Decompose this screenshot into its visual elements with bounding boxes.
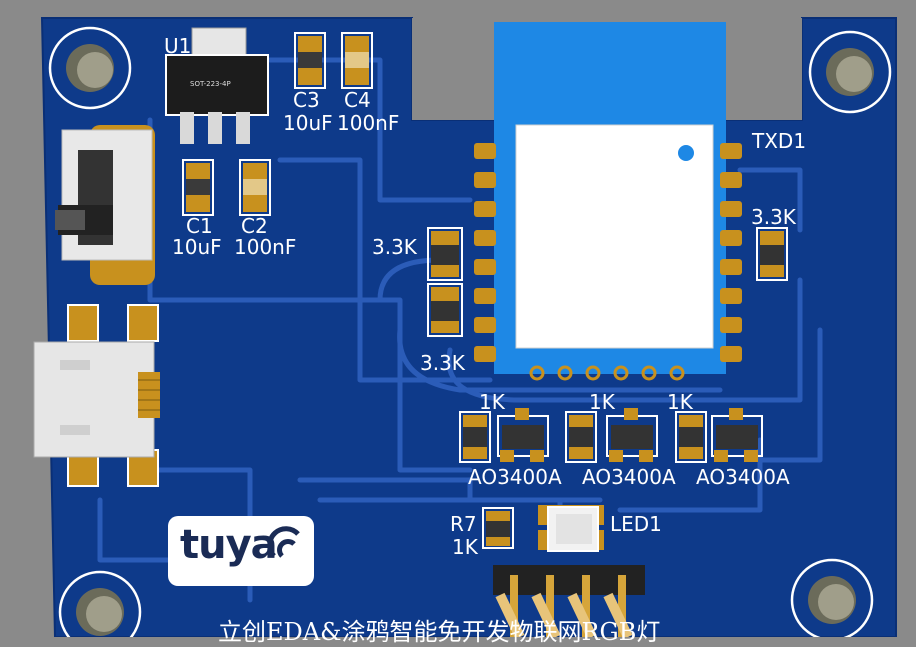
tuya-wifi-module [474, 22, 742, 381]
capacitor-c4 [341, 32, 373, 89]
wifi-icon [268, 526, 300, 558]
resistor-1k-a [459, 411, 491, 463]
mosfet-c [711, 408, 763, 462]
mosfet-a-label: AO3400A [468, 465, 562, 489]
resistor-3k3-left-top-label: 3.3K [372, 235, 417, 259]
resistor-1k-b [565, 411, 597, 463]
c1-value-label: 10uF [172, 235, 222, 259]
c3-ref-label: C3 [293, 88, 320, 112]
u1-ref-label: U1 [164, 34, 192, 58]
c4-value-label: 100nF [337, 111, 400, 135]
board-slogan: 立创EDA&涂鸦智能免开发物联网RGB灯 [218, 618, 661, 646]
mounting-hole-top-left [48, 26, 132, 110]
txd1-label: TXD1 [752, 129, 807, 153]
tuya-logo-text: tuya [180, 522, 278, 568]
capacitor-c3 [294, 32, 326, 89]
resistor-3k3-left-bottom-label: 3.3K [420, 351, 465, 375]
c2-ref-label: C2 [241, 214, 268, 238]
pin-header [493, 565, 645, 640]
c4-ref-label: C4 [344, 88, 371, 112]
c3-value-label: 10uF [283, 111, 333, 135]
resistor-1k-b-label: 1K [589, 390, 615, 414]
mounting-hole-bottom-left [58, 570, 142, 647]
mosfet-c-label: AO3400A [696, 465, 790, 489]
mosfet-b-label: AO3400A [582, 465, 676, 489]
tuya-logo: tuya [168, 516, 314, 586]
resistor-1k-a-label: 1K [479, 390, 505, 414]
rgb-led [538, 505, 604, 552]
capacitor-c2 [239, 159, 271, 216]
r7-ref-label: R7 [450, 512, 477, 536]
slide-switch [55, 125, 155, 285]
u1-package-label: SOT-223-4P [190, 80, 231, 88]
resistor-r7 [482, 507, 514, 549]
resistor-3k3-right-label: 3.3K [751, 205, 796, 229]
resistor-3k3-right [756, 227, 788, 281]
resistor-3k3-left-top [427, 227, 463, 281]
led1-ref-label: LED1 [610, 512, 662, 536]
u1-regulator [165, 27, 269, 144]
c2-value-label: 100nF [234, 235, 297, 259]
mosfet-b [606, 408, 658, 462]
mounting-hole-top-right [808, 30, 892, 114]
resistor-1k-c-label: 1K [667, 390, 693, 414]
c1-ref-label: C1 [186, 214, 213, 238]
capacitor-c1 [182, 159, 214, 216]
r7-value-label: 1K [452, 535, 478, 559]
micro-usb-connector [33, 304, 160, 487]
resistor-1k-c [675, 411, 707, 463]
mosfet-a [497, 408, 549, 462]
resistor-3k3-left-bottom [427, 283, 463, 337]
